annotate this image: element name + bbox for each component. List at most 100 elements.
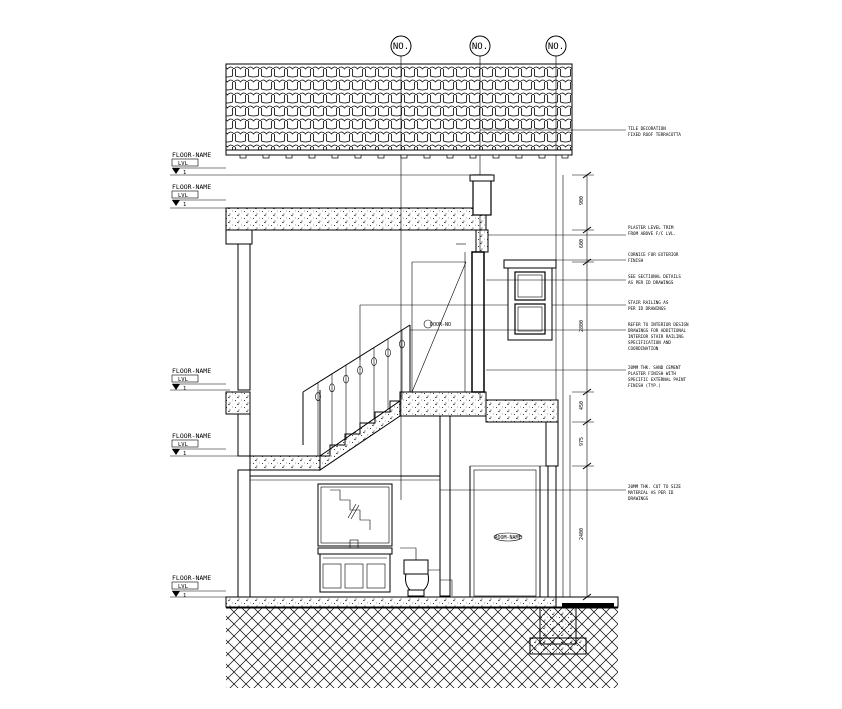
room-tag: ROOM-NAME <box>494 535 521 541</box>
eave-corbel <box>308 154 316 159</box>
note-text: FINISH (TYP.) <box>628 383 661 388</box>
note-text: SPECIFIC EXTERNAL PAINT <box>628 377 686 382</box>
upper-beam <box>225 229 253 245</box>
note-text: FROM ABOVE F/C LVL. <box>628 231 676 236</box>
note-8: 20MM THK. CUT TO SIZE MATERIAL AS PER ID… <box>628 484 681 501</box>
level-box-label: LVL <box>178 377 189 383</box>
note-text: 20MM THK. CUT TO SIZE <box>628 484 681 489</box>
baluster-knob <box>329 383 335 393</box>
level-box <box>171 158 199 167</box>
eave-corbel <box>492 154 500 159</box>
note-1: TILE DECORATION FIXED ROOF TERRACOTTA <box>628 126 681 137</box>
note-text: DRAWINGS FOR ADDITIONAL <box>628 328 686 333</box>
eave-corbel <box>538 154 546 159</box>
eave-corbel <box>285 154 293 159</box>
level-box <box>171 374 199 383</box>
baluster-knob <box>315 392 321 401</box>
ground-floor-slab <box>225 596 619 608</box>
note-text: PER ID DRAWINGS <box>628 306 666 311</box>
note-text: PLASTER FINISH WITH <box>628 371 676 376</box>
eave-corbel <box>354 154 362 159</box>
dim-975: 975 <box>579 437 585 446</box>
note-text: INTERIOR STAIR RAILING <box>628 334 684 339</box>
eave-corbel <box>446 154 454 159</box>
eave-corbel <box>377 154 385 159</box>
mirror-panel <box>317 483 393 547</box>
level-box <box>171 190 199 199</box>
level-box-label: LVL <box>178 584 189 590</box>
note-text: CORNICE FOR EXTERIOR <box>628 252 679 257</box>
toilet <box>403 559 429 597</box>
mid-floor-slab <box>225 391 559 423</box>
note-text: COORDINATION <box>628 346 659 351</box>
eave-corbel <box>239 154 247 159</box>
note-3: CORNICE FOR EXTERIOR FINISH <box>628 252 679 263</box>
parapet <box>469 174 495 253</box>
lower-ceiling <box>250 465 546 481</box>
landing-slab <box>249 455 321 471</box>
dim-600: 600 <box>579 239 585 248</box>
note-text: MATERIAL AS PER ID <box>628 490 674 495</box>
note-2: PLASTER LEVEL TRIM FROM ABOVE F/C LVL. <box>628 225 676 236</box>
level-marker: FLOOR-NAME LVL 1 <box>171 183 226 208</box>
foundation-earth <box>226 607 618 688</box>
level-name: FLOOR-NAME <box>172 367 211 375</box>
level-triangle-icon <box>172 384 180 390</box>
grid-label: NO. <box>393 42 409 52</box>
note-text: REFER TO INTERIOR DESIGN <box>628 322 689 327</box>
level-number: 1 <box>183 386 186 392</box>
eave-corbel <box>515 154 523 159</box>
level-name: FLOOR-NAME <box>172 151 211 159</box>
eave-corbel <box>262 154 270 159</box>
eave-corbel <box>331 154 339 159</box>
eave-corbel <box>423 154 431 159</box>
grid-bubble-3: NO. <box>545 35 567 57</box>
grid-label: NO. <box>548 42 564 52</box>
level-number: 1 <box>183 451 186 457</box>
eave-corbel <box>400 154 408 159</box>
note-text: SEE SECTIONAL DETAILS <box>628 274 681 279</box>
level-marker: FLOOR-NAME LVL 1 <box>171 151 226 176</box>
note-5: STAIR RAILING AS PER ID DRAWINGS <box>628 300 669 311</box>
note-text: FIXED ROOF TERRACOTTA <box>628 132 681 137</box>
upper-door-opening: DOOR-NO <box>411 243 467 393</box>
baluster-knob <box>357 366 363 375</box>
dimension-string: 900 600 2800 450 975 2400 <box>572 171 594 601</box>
level-marker: FLOOR-NAME LVL 1 <box>171 574 226 599</box>
baluster-knob <box>343 374 349 384</box>
note-6: REFER TO INTERIOR DESIGN DRAWINGS FOR AD… <box>628 322 689 351</box>
level-number: 1 <box>183 202 186 208</box>
note-7: 20MM THK. SAND CEMENT PLASTER FINISH WIT… <box>628 365 686 388</box>
note-text: 20MM THK. SAND CEMENT <box>628 365 681 370</box>
eave-corbel <box>469 154 477 159</box>
note-text: AS PER ID DRAWINGS <box>628 280 674 285</box>
dim-2800: 2800 <box>579 320 585 332</box>
baluster-knob <box>399 339 405 349</box>
interior-door: ROOM-NAME <box>469 466 541 597</box>
note-text: DRAWINGS <box>628 496 649 501</box>
level-triangle-icon <box>172 449 180 455</box>
baluster-knob <box>371 357 377 366</box>
level-name: FLOOR-NAME <box>172 574 211 582</box>
lower-stair-under <box>400 547 453 596</box>
grid-label: NO. <box>472 42 488 52</box>
note-text: TILE DECORATION <box>628 126 666 131</box>
upper-slab <box>225 207 487 231</box>
level-number: 1 <box>183 593 186 599</box>
level-box-label: LVL <box>178 442 189 448</box>
note-text: PLASTER LEVEL TRIM <box>628 225 674 230</box>
level-box-label: LVL <box>178 193 189 199</box>
level-triangle-icon <box>172 591 180 597</box>
stair-railing <box>302 324 411 456</box>
note-text: STAIR RAILING AS <box>628 300 669 305</box>
window <box>503 259 557 341</box>
level-name: FLOOR-NAME <box>172 183 211 191</box>
note-text: FINISH <box>628 258 644 263</box>
walls <box>237 175 571 598</box>
level-marker: FLOOR-NAME LVL 1 <box>171 367 226 392</box>
level-number: 1 <box>183 170 186 176</box>
level-box-label: LVL <box>178 161 189 167</box>
dim-450: 450 <box>579 401 585 410</box>
